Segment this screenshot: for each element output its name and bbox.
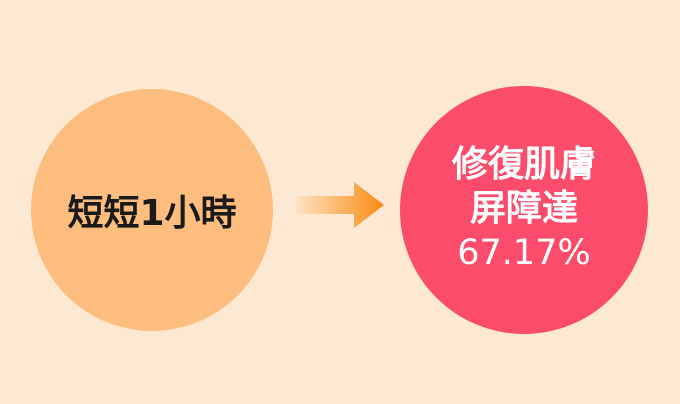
- result-text: 修復肌膚 屏障達 67.17%: [452, 143, 596, 275]
- result-line-1: 修復肌膚: [451, 144, 596, 185]
- result-percentage: 67.17%: [457, 233, 591, 273]
- right-arrow-icon: [296, 182, 384, 228]
- time-circle: 短短1小時: [31, 89, 273, 331]
- result-circle: 修復肌膚 屏障達 67.17%: [400, 86, 648, 334]
- result-line-2: 屏障達: [469, 188, 578, 229]
- time-label: 短短1小時: [67, 193, 237, 234]
